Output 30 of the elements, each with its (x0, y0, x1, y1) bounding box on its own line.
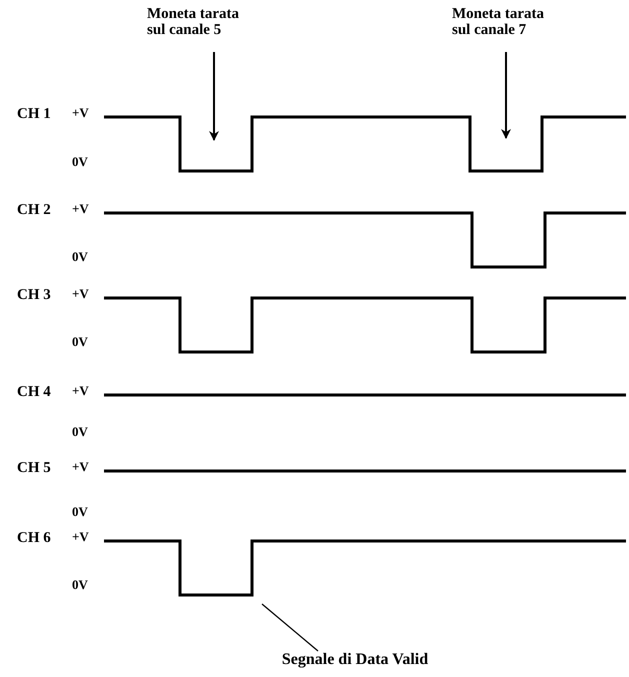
voltage-label: +V (72, 287, 89, 300)
channel-label: CH 5 (17, 461, 51, 476)
annotation-text: Moneta tarata sul canale 5 (147, 6, 240, 38)
annotation-text: Moneta tarata sul canale 7 (452, 6, 546, 38)
waveform (104, 296, 626, 354)
channel-label: CH 1 (17, 107, 51, 122)
voltage-label: +V (72, 106, 89, 119)
waveform (104, 212, 626, 268)
voltage-label: 0V (72, 155, 88, 168)
voltage-label: +V (72, 202, 89, 215)
arrow (501, 52, 511, 139)
voltage-label: 0V (72, 250, 88, 263)
waveform (104, 540, 626, 596)
channel-label: CH 2 (17, 203, 51, 218)
voltage-label: +V (72, 460, 89, 473)
voltage-label: 0V (72, 505, 88, 518)
arrow (209, 52, 219, 141)
voltage-label: +V (72, 384, 89, 397)
channel-label: CH 6 (17, 531, 51, 546)
waveform (104, 116, 626, 172)
channel-label: CH 3 (17, 288, 51, 303)
voltage-label: 0V (72, 335, 88, 348)
annotation-text: Segnale di Data Valid (280, 652, 430, 668)
channel-label: CH 4 (17, 385, 51, 400)
waveform (104, 394, 626, 396)
leader-line (262, 604, 318, 652)
voltage-label: 0V (72, 578, 88, 591)
voltage-label: +V (72, 530, 89, 543)
waveform (104, 470, 626, 472)
voltage-label: 0V (72, 425, 88, 438)
